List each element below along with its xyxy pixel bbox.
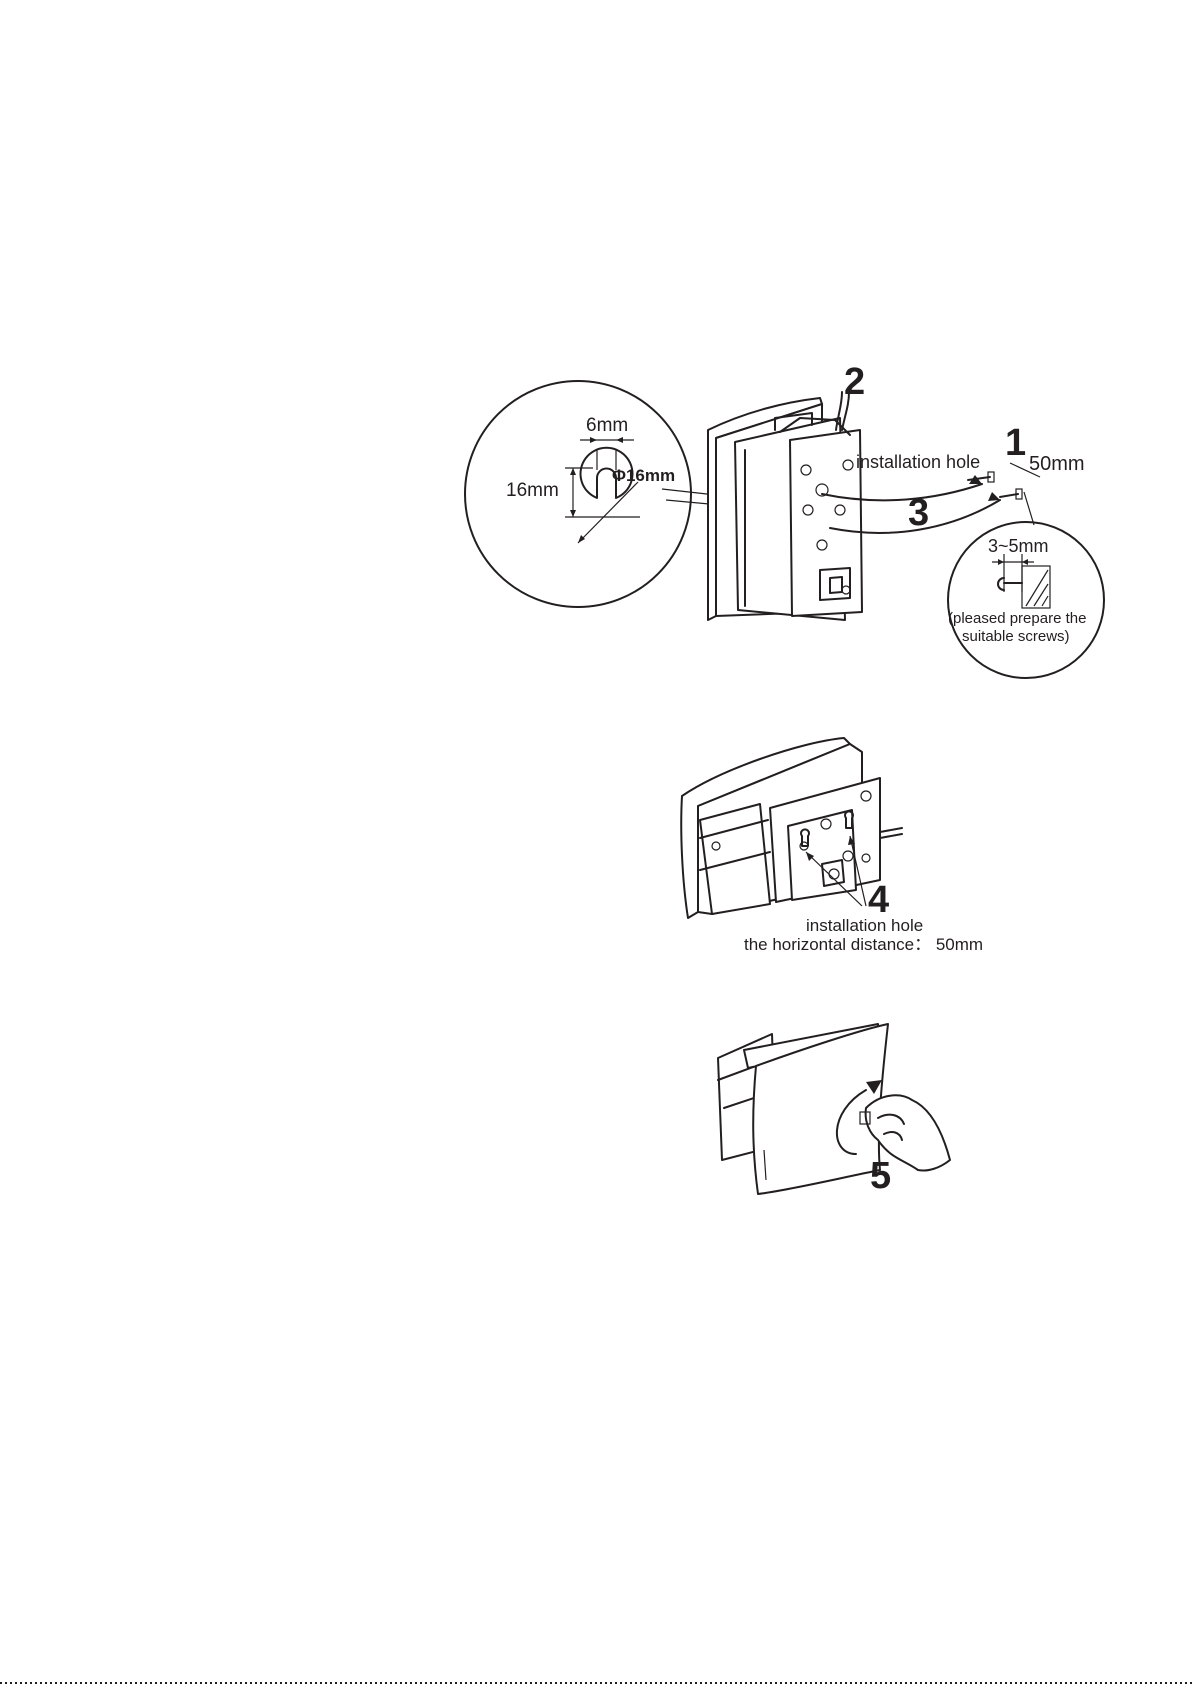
step-5-number: 5: [870, 1155, 891, 1197]
horizontal-distance-label: the horizontal distance： 50mm: [744, 935, 983, 954]
figure-3-front-panel: 5: [718, 1024, 950, 1197]
screw-detail-circle: 3~5mm (pleased prepare the suitable scre…: [948, 492, 1104, 678]
step-3-number: 3: [908, 492, 929, 534]
figure-1-mounting: 6mm 16mm Φ16mm: [465, 361, 1104, 678]
installation-hole-label: installation hole: [856, 452, 980, 472]
step-1-number: 1: [1005, 422, 1026, 464]
step-4-number: 4: [868, 879, 889, 921]
keyhole-diameter-label: Φ16mm: [612, 466, 675, 485]
keyhole-height-label: 16mm: [506, 480, 559, 501]
screw-note-line1: (pleased prepare the: [948, 610, 1086, 627]
device-back-view: [708, 392, 862, 620]
screw-protrusion-label: 3~5mm: [988, 536, 1049, 556]
figure-2-rear-view: 4 installation hole the horizontal dista…: [681, 738, 983, 954]
screw-note-line2: suitable screws): [962, 628, 1070, 645]
spacing-label: 50mm: [1029, 453, 1085, 475]
keyhole-width-label: 6mm: [586, 415, 628, 436]
step-2-number: 2: [844, 361, 865, 403]
installation-hole-label-2: installation hole: [806, 916, 923, 935]
